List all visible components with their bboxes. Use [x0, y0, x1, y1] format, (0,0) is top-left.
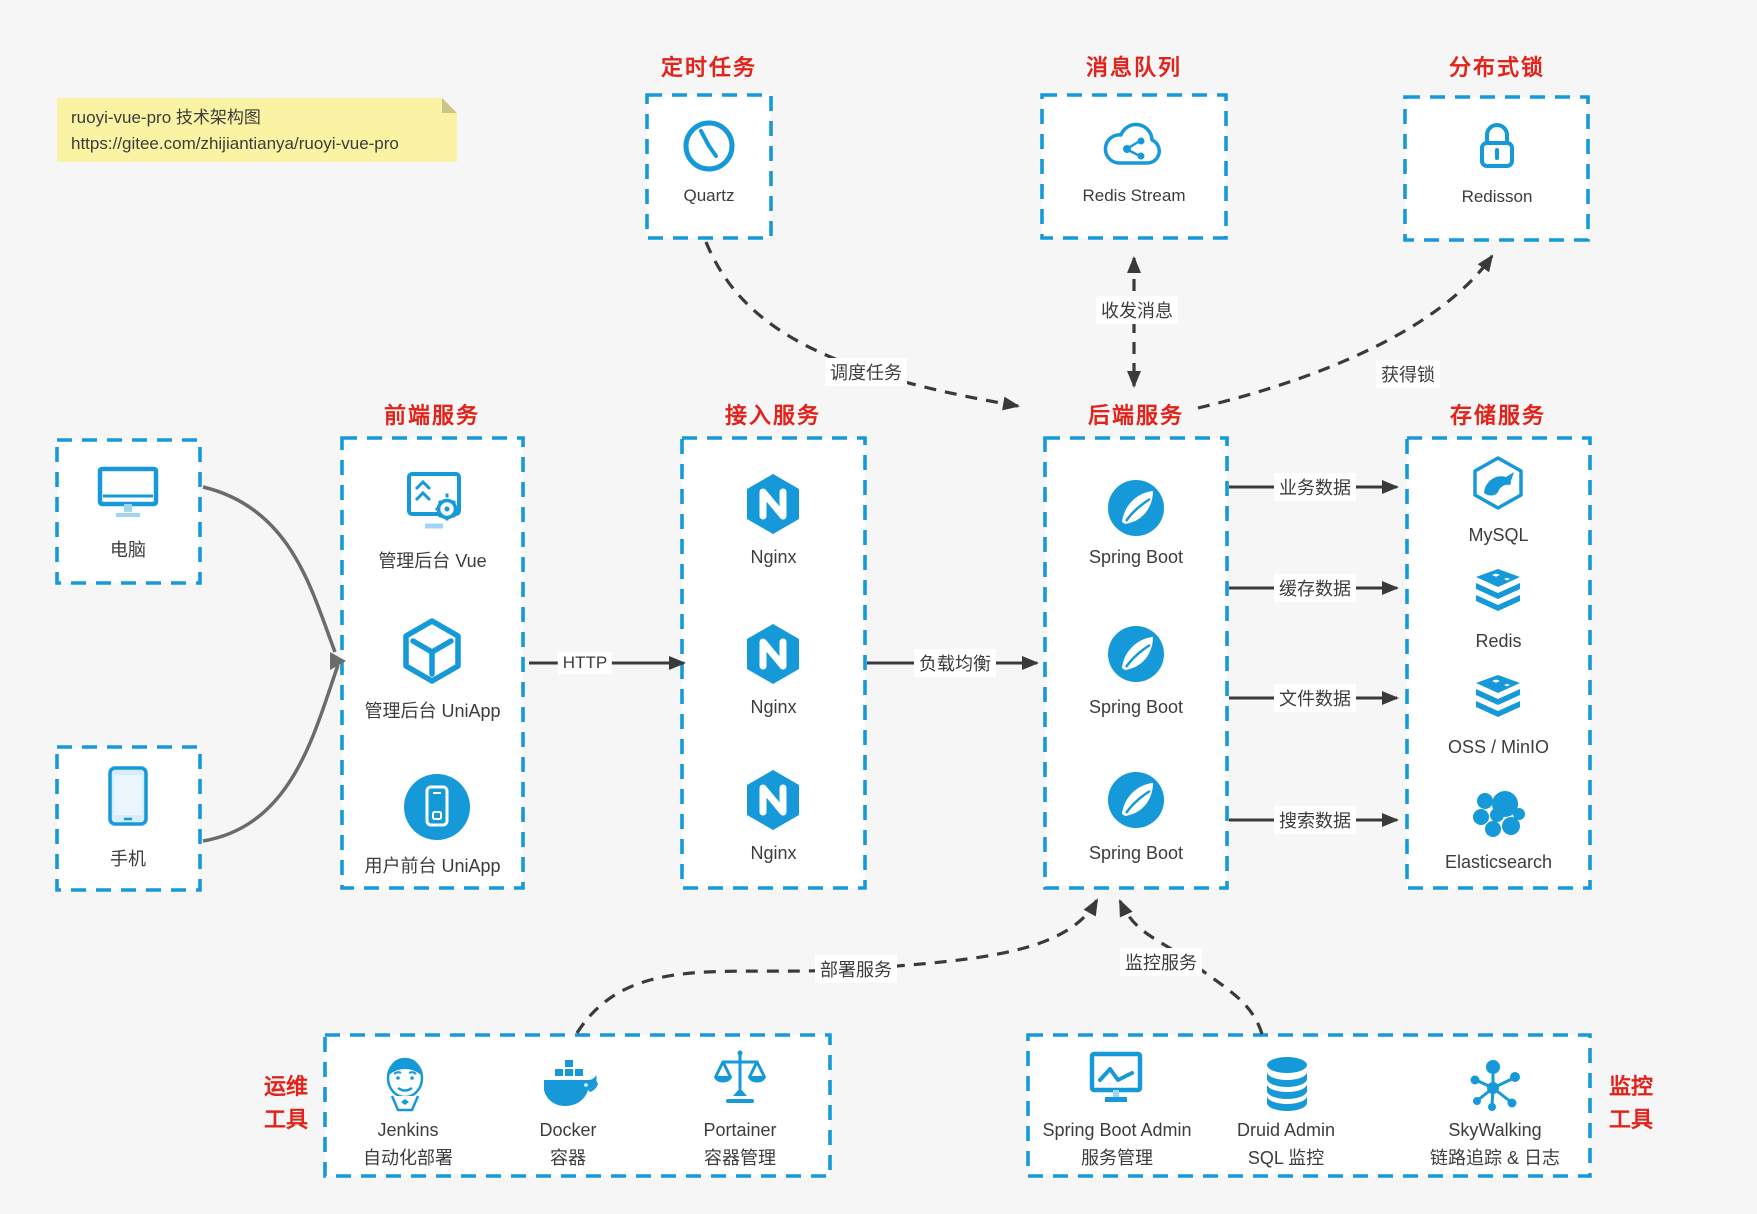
backend-title: 后端服务: [1087, 403, 1184, 428]
nginx-icon: [741, 768, 805, 832]
frontend-item-label: 管理后台 Vue: [378, 551, 487, 571]
distributed-lock-box: [1403, 95, 1590, 242]
portainer-icon: [710, 1046, 770, 1110]
mysql-icon: [1470, 455, 1526, 511]
redis-icon: [1468, 563, 1528, 619]
file-data-label: 文件数据: [1274, 684, 1356, 712]
message-queue-label: Redis Stream: [1082, 186, 1186, 205]
acquire-lock-label: 获得锁: [1376, 360, 1440, 388]
admin-vue-icon: [403, 468, 465, 534]
storage-title: 存储服务: [1449, 403, 1546, 428]
search-data-label: 搜索数据: [1274, 806, 1356, 834]
monitoring-tool-name: Druid Admin: [1236, 1120, 1336, 1140]
skywalking-icon: [1467, 1056, 1523, 1112]
note-title: ruoyi-vue-pro 技术架构图: [71, 108, 261, 127]
spring-boot-icon: [1106, 478, 1166, 538]
acquire-lock-curve: [1197, 254, 1494, 410]
mobile-client-label: 手机: [110, 849, 146, 869]
frontend-title: 前端服务: [383, 403, 480, 428]
backend-item-label: Spring Boot: [1088, 547, 1184, 567]
monitoring-tool-desc: 链路追踪 & 日志: [1429, 1148, 1560, 1168]
mobile-to-frontend-curve: [202, 664, 340, 843]
clients-merge-arrowhead: [330, 652, 346, 670]
spring-boot-icon: [1106, 624, 1166, 684]
monitoring-tool-name: Spring Boot Admin: [1042, 1120, 1192, 1140]
send-receive-message-label: 收发消息: [1096, 296, 1178, 324]
monitoring-tool-name: SkyWalking: [1448, 1120, 1542, 1140]
monitor-service-label: 监控服务: [1120, 948, 1202, 976]
load-balance-label: 负载均衡: [914, 649, 996, 677]
nginx-icon: [741, 622, 805, 686]
distributed-lock-label: Redisson: [1461, 187, 1533, 206]
ops-tool-desc: 自动化部署: [363, 1148, 453, 1168]
schedule-job-curve: [704, 241, 1020, 411]
note-fold-corner: [442, 98, 457, 113]
backend-item-label: Spring Boot: [1088, 843, 1184, 863]
uniapp-cube-icon: [399, 616, 465, 686]
ops-tool-desc: 容器管理: [704, 1148, 776, 1168]
gateway-title: 接入服务: [724, 403, 821, 428]
monitoring-tool-desc: 服务管理: [1081, 1148, 1153, 1168]
cache-data-label: 缓存数据: [1274, 574, 1356, 602]
ops-tool-name: Portainer: [703, 1120, 777, 1140]
jenkins-icon: [377, 1048, 433, 1112]
gateway-item-label: Nginx: [750, 843, 797, 863]
ops-tool-desc: 容器: [550, 1148, 586, 1168]
cloud-stream-icon: [1100, 118, 1168, 172]
storage-box: [1405, 436, 1592, 890]
monitoring-tools-box: [1026, 1033, 1592, 1178]
ops-tool-name: Docker: [539, 1120, 597, 1140]
pc-client-label: 电脑: [110, 540, 146, 560]
storage-item-label: Elasticsearch: [1444, 852, 1553, 872]
scheduler-title: 定时任务: [660, 55, 757, 80]
storage-item-label: Redis: [1475, 631, 1522, 651]
nginx-icon: [741, 472, 805, 536]
oss-icon: [1468, 669, 1528, 725]
druid-icon: [1260, 1054, 1314, 1112]
desktop-icon: [96, 464, 160, 522]
clock-icon: [681, 118, 737, 174]
frontend-item-label: 用户前台 UniApp: [364, 856, 501, 876]
ops-tools-title: 运维 工具: [263, 1074, 308, 1132]
monitoring-tools-title: 监控 工具: [1608, 1074, 1653, 1132]
http-label: HTTP: [557, 652, 613, 674]
distributed-lock-title: 分布式锁: [1448, 55, 1545, 80]
backend-item-label: Spring Boot: [1088, 697, 1184, 717]
storage-item-label: OSS / MinIO: [1447, 737, 1550, 757]
user-app-icon: [402, 772, 472, 842]
message-queue-title: 消息队列: [1085, 55, 1182, 80]
sticky-note: ruoyi-vue-pro 技术架构图 https://gitee.com/zh…: [57, 98, 457, 162]
elasticsearch-icon: [1468, 784, 1528, 844]
gateway-item-label: Nginx: [750, 697, 797, 717]
spring-boot-admin-icon: [1087, 1048, 1145, 1110]
monitor-service-curve: [1118, 899, 1264, 1035]
note-url: https://gitee.com/zhijiantianya/ruoyi-vu…: [71, 134, 399, 153]
deploy-service-label: 部署服务: [815, 955, 897, 983]
spring-boot-icon: [1106, 770, 1166, 830]
smartphone-icon: [104, 764, 152, 828]
business-data-label: 业务数据: [1274, 473, 1356, 501]
lock-icon: [1469, 116, 1525, 174]
ops-tool-name: Jenkins: [377, 1120, 439, 1140]
schedule-job-label: 调度任务: [825, 358, 907, 386]
gateway-item-label: Nginx: [750, 547, 797, 567]
docker-icon: [536, 1054, 600, 1110]
scheduler-label: Quartz: [683, 186, 735, 205]
monitoring-tool-desc: SQL 监控: [1247, 1148, 1325, 1168]
pc-to-frontend-curve: [202, 485, 337, 653]
frontend-item-label: 管理后台 UniApp: [364, 701, 501, 721]
storage-item-label: MySQL: [1468, 525, 1529, 545]
message-queue-box: [1040, 93, 1228, 240]
